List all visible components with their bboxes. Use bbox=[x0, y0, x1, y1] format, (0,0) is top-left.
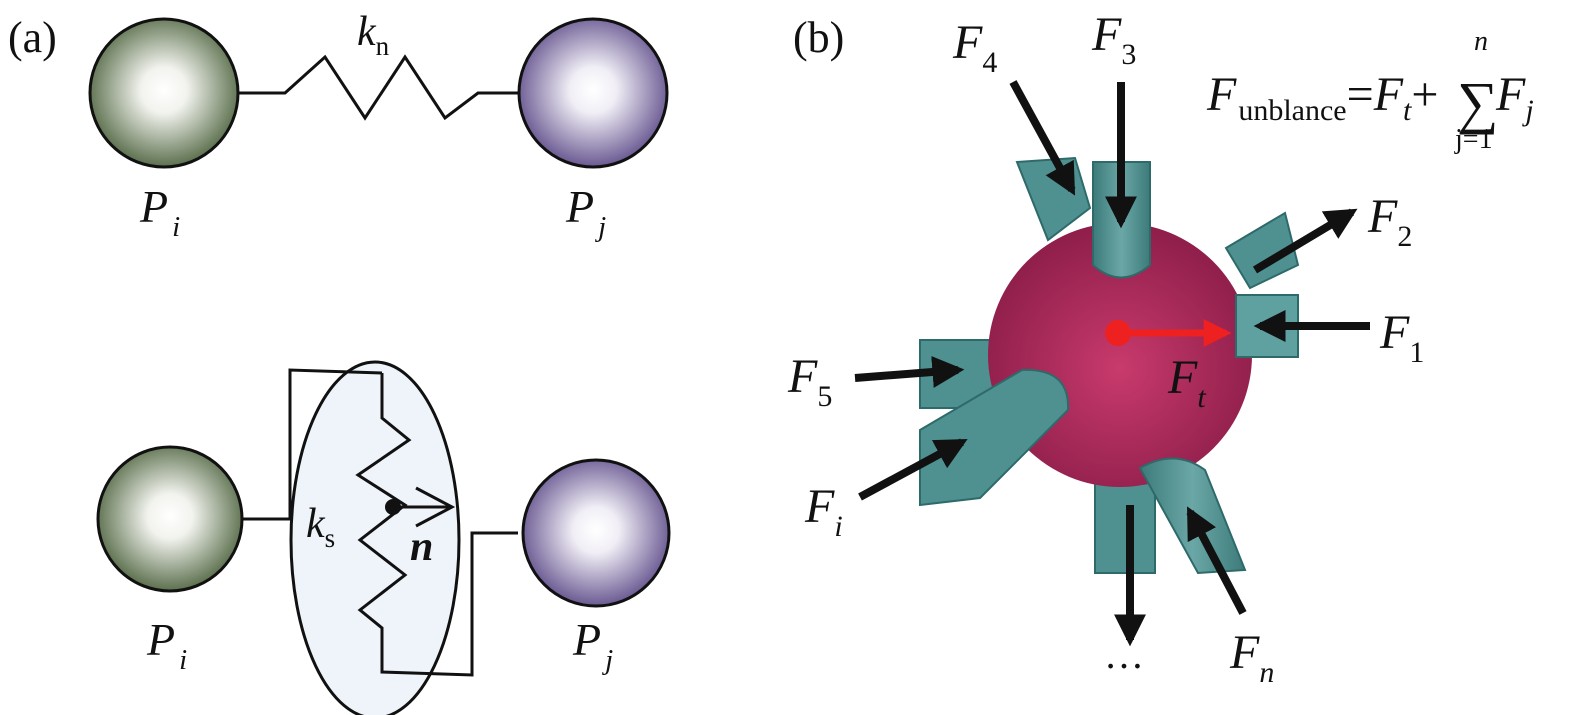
label-fn: Fn bbox=[1229, 626, 1274, 689]
shear-spring-label: ks bbox=[306, 501, 335, 553]
label-f4: F4 bbox=[952, 16, 997, 79]
label-f2: F2 bbox=[1367, 190, 1412, 253]
arrow-fn bbox=[1186, 506, 1247, 615]
particle-i-bottom bbox=[96, 445, 244, 593]
equation-lhs: Funblance=Ft+ bbox=[1206, 68, 1438, 127]
arrow-f2 bbox=[1252, 208, 1358, 274]
arrow-f5 bbox=[854, 356, 965, 388]
equation-sum-lower: j=1 bbox=[1454, 124, 1493, 155]
bond-fi bbox=[919, 368, 1070, 507]
normal-spring-label: kn bbox=[357, 9, 390, 61]
equation-sum-sign: ∑ bbox=[1457, 70, 1498, 135]
label-f5: F5 bbox=[787, 350, 832, 413]
shear-connector-left bbox=[243, 368, 383, 521]
particle-i-top bbox=[88, 17, 240, 169]
arrow-f4 bbox=[1009, 80, 1076, 196]
equation-sum-upper: n bbox=[1474, 26, 1488, 57]
particle-j-bottom bbox=[521, 458, 671, 608]
label-ft: Ft bbox=[1167, 351, 1206, 414]
normal-spring bbox=[238, 54, 518, 121]
unbalanced-force-equation: Funblance=Ft+ ∑ n j=1 Fj bbox=[1206, 26, 1534, 155]
bond-f4 bbox=[1015, 156, 1092, 242]
normal-vector-label: n bbox=[410, 524, 433, 570]
particle-j-top bbox=[517, 17, 669, 169]
label-fi: Fi bbox=[804, 480, 843, 543]
arrow-fi bbox=[858, 438, 968, 501]
force-labels: F1 F2 F3 F4 F5 Fi Fn Ft … bbox=[787, 8, 1424, 689]
shear-spring bbox=[355, 373, 518, 677]
resultant-force bbox=[1105, 319, 1232, 347]
panel-a-tag: (a) bbox=[8, 13, 57, 62]
label-f1: F1 bbox=[1379, 306, 1424, 369]
force-arrows bbox=[854, 80, 1370, 647]
equation-sum-term: Fj bbox=[1495, 68, 1534, 127]
bond-f2 bbox=[1224, 211, 1300, 290]
ellipsis-label: … bbox=[1104, 632, 1144, 677]
shear-zone-ellipse bbox=[289, 360, 461, 715]
label-f3: F3 bbox=[1091, 8, 1136, 71]
panel-b: (b) bbox=[787, 8, 1534, 689]
normal-vector-head bbox=[415, 486, 456, 528]
panel-b-tag: (b) bbox=[793, 13, 844, 62]
